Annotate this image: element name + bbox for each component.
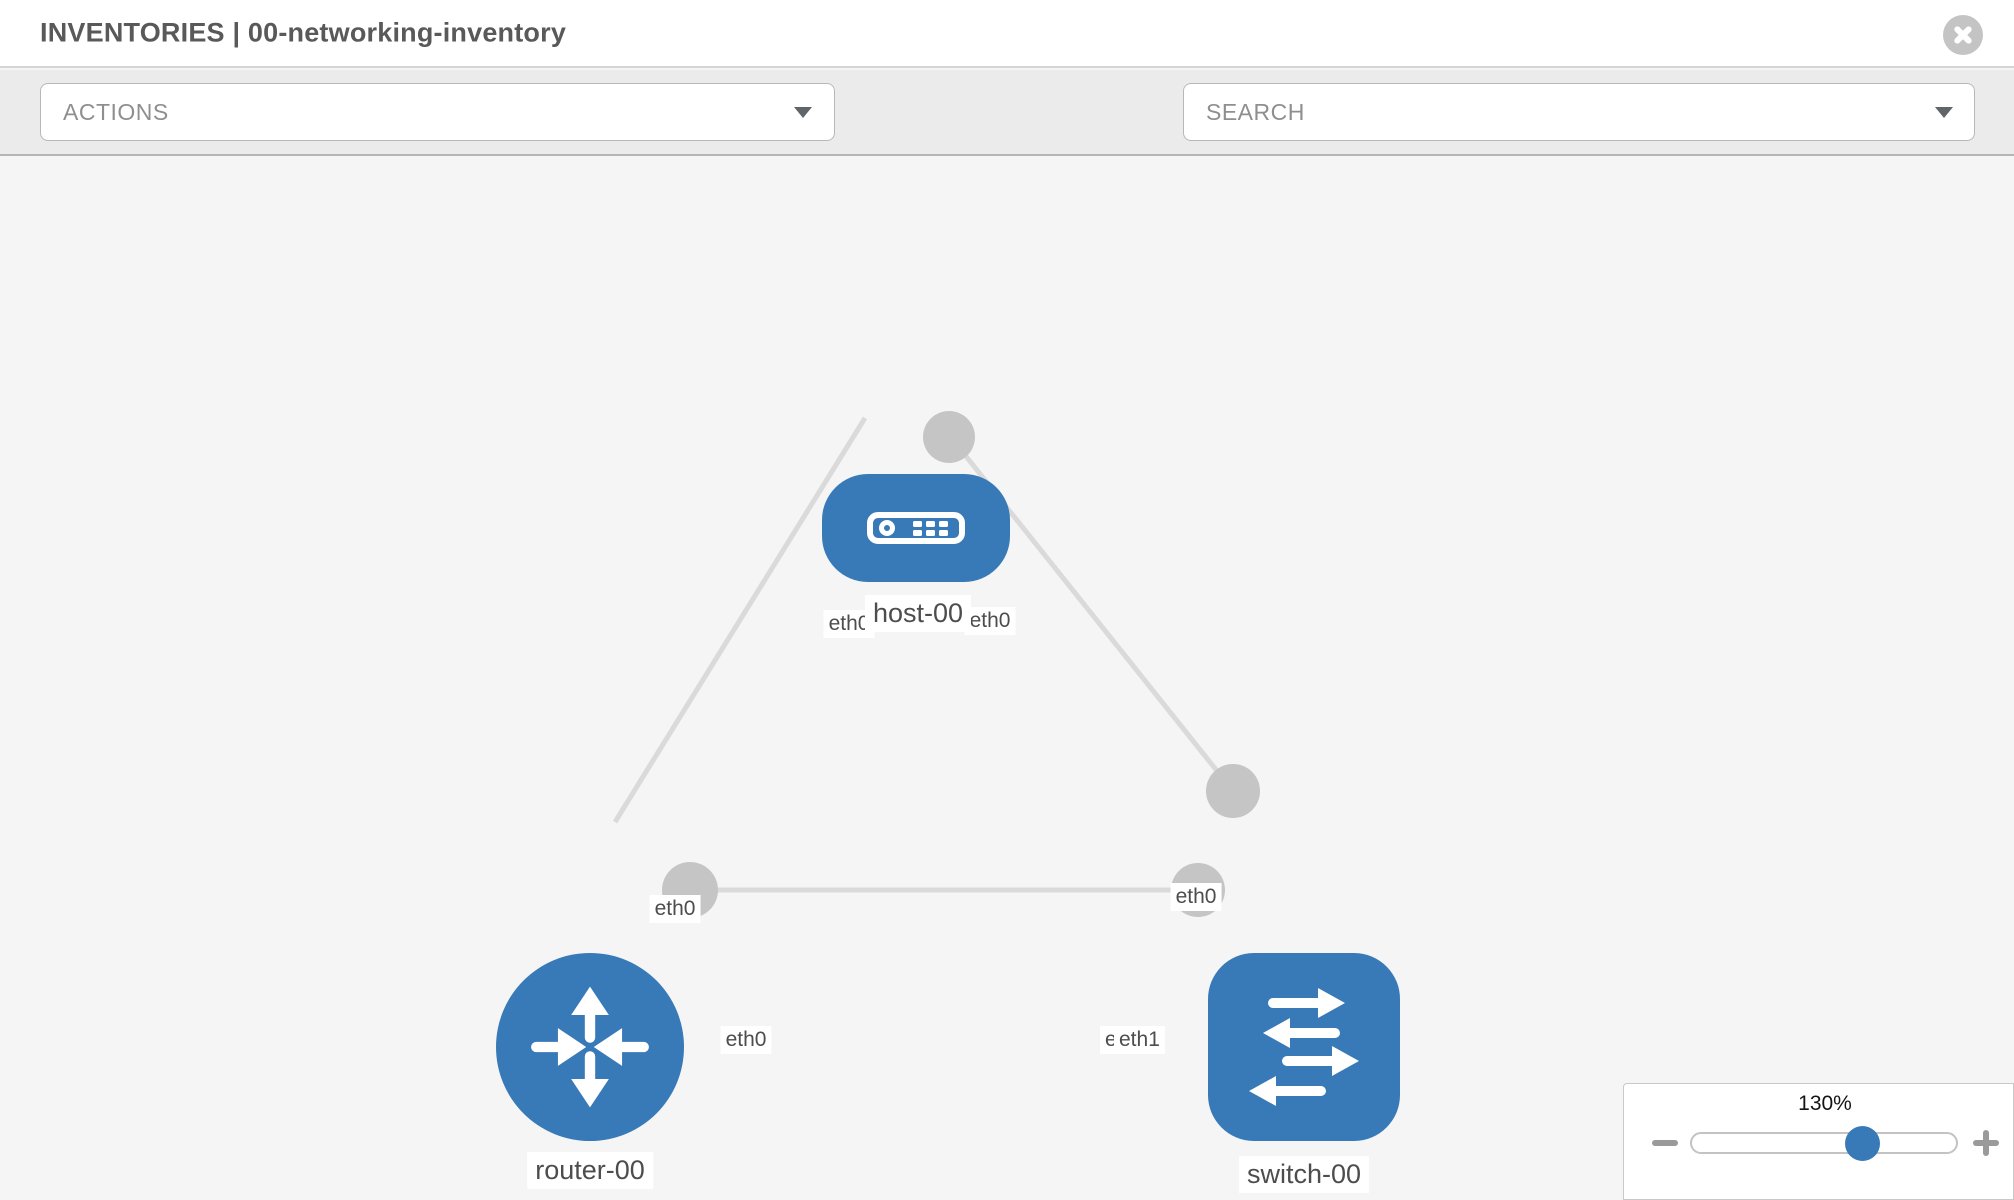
header: INVENTORIES | 00-networking-inventory bbox=[0, 0, 2014, 68]
if-label-switch-eth1: eth1 bbox=[1114, 1026, 1165, 1054]
search-dropdown[interactable] bbox=[1183, 83, 1975, 141]
node-label-host-00[interactable]: host-00 bbox=[864, 595, 972, 632]
router-icon bbox=[531, 986, 649, 1108]
node-host-00[interactable] bbox=[822, 474, 1010, 582]
if-label-switch-eth0-host-link: eth0 bbox=[1170, 883, 1222, 911]
chevron-down-icon bbox=[1935, 107, 1953, 118]
zoom-out-button[interactable] bbox=[1652, 1140, 1678, 1146]
zoom-level-value: 130% bbox=[1798, 1092, 1852, 1115]
zoom-control-panel: 130% bbox=[1623, 1083, 2014, 1200]
actions-dropdown-label: ACTIONS bbox=[63, 98, 169, 125]
node-label-router-00[interactable]: router-00 bbox=[527, 1152, 653, 1189]
topology-edges bbox=[612, 411, 1260, 918]
topology-canvas[interactable]: eth0 eth0 eth0 eth0 eth0 eth1 eth1 host-… bbox=[0, 156, 2014, 1200]
toolbar: ACTIONS bbox=[0, 70, 2014, 205]
close-button[interactable] bbox=[1943, 15, 1983, 55]
if-label-host-eth0-switch-link: eth0 bbox=[964, 607, 1016, 635]
zoom-slider-handle[interactable] bbox=[1845, 1126, 1880, 1161]
if-label-router-eth0-host-link: eth0 bbox=[649, 895, 701, 923]
chevron-down-icon bbox=[794, 107, 812, 118]
endpoint-switch-eth0[interactable] bbox=[1206, 764, 1260, 818]
node-label-switch-00[interactable]: switch-00 bbox=[1238, 1156, 1370, 1193]
node-router-00[interactable] bbox=[496, 953, 684, 1141]
zoom-slider-track[interactable] bbox=[1690, 1132, 1958, 1154]
if-label-router-eth0-switch-link: eth0 bbox=[720, 1026, 772, 1054]
endpoint-host-eth0[interactable] bbox=[923, 411, 975, 463]
link-host-router bbox=[612, 416, 868, 824]
actions-dropdown[interactable]: ACTIONS bbox=[40, 83, 835, 141]
search-input[interactable] bbox=[1183, 83, 1975, 141]
switch-icon bbox=[1249, 988, 1359, 1106]
node-switch-00[interactable] bbox=[1208, 953, 1400, 1141]
host-icon bbox=[867, 512, 965, 544]
zoom-in-button[interactable] bbox=[1973, 1130, 1999, 1156]
page-title: INVENTORIES | 00-networking-inventory bbox=[40, 17, 567, 48]
